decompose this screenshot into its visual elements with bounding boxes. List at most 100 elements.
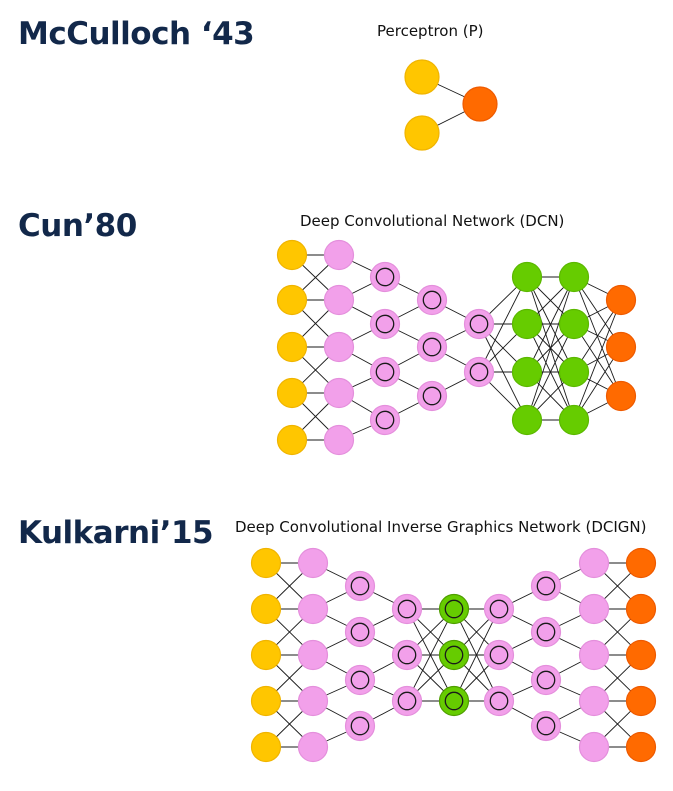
kernel-node [578,639,610,671]
conv-node [530,710,562,742]
output-node [605,331,637,363]
input-node [250,593,282,625]
conv-node-ring [350,576,370,596]
output-node [462,86,498,122]
conv-node [530,664,562,696]
output-node [605,284,637,316]
hidden-node [558,356,590,388]
conv-node-ring [397,645,417,665]
connection-line [453,608,500,702]
dcn-title: Deep Convolutional Network (DCN) [300,212,565,230]
connection-line [526,323,575,421]
conv-node-ring [397,599,417,619]
hidden-node [511,261,543,293]
conv-node-ring [536,622,556,642]
conv-node-ring [469,314,489,334]
kernel-node [578,593,610,625]
connection-line [478,276,528,373]
output-node [605,380,637,412]
probabilistic-node-ring [444,645,464,665]
perceptron-title: Perceptron (P) [377,22,484,40]
conv-node-ring [422,290,442,310]
hidden-node [511,308,543,340]
conv-node [344,570,376,602]
section-heading-cun: Cun’80 [18,208,137,244]
output-node [625,731,657,763]
conv-node-ring [536,670,556,690]
conv-node [369,308,401,340]
dcign-diagram [250,547,657,763]
conv-node [483,593,515,625]
conv-node [369,356,401,388]
conv-node-ring [350,670,370,690]
conv-node-ring [489,599,509,619]
conv-node-ring [489,645,509,665]
dcn-diagram [276,239,637,456]
conv-node [344,710,376,742]
section-heading-kulkarni: Kulkarni’15 [18,515,214,551]
kernel-node [297,593,329,625]
hidden-node [511,356,543,388]
conv-node [463,308,495,340]
input-node [250,731,282,763]
hidden-node [558,404,590,436]
kernel-node [297,639,329,671]
conv-node [483,639,515,671]
hidden-node [558,261,590,293]
conv-node-ring [536,716,556,736]
conv-node-ring [422,386,442,406]
probabilistic-node [438,593,470,625]
input-node [276,239,308,271]
conv-node-ring [350,622,370,642]
section-heading-mcculloch: McCulloch ‘43 [18,16,255,52]
kernel-node [323,284,355,316]
conv-node [391,639,423,671]
output-node [625,685,657,717]
kernel-node [297,731,329,763]
hidden-node [511,404,543,436]
output-node [625,593,657,625]
connection-line [526,276,575,421]
connection-line [573,299,622,421]
conv-node-ring [469,362,489,382]
conv-node-ring [489,691,509,711]
conv-node [530,616,562,648]
input-node [276,424,308,456]
kernel-node [323,331,355,363]
conv-node-ring [350,716,370,736]
kernel-node [578,731,610,763]
probabilistic-node-ring [444,691,464,711]
kernel-node [578,547,610,579]
conv-node [391,593,423,625]
input-node [250,547,282,579]
kernel-node [297,547,329,579]
input-node [250,639,282,671]
connection-line [406,608,455,702]
connection-line [526,276,575,373]
conv-node [416,331,448,363]
input-node [404,59,440,95]
conv-node [344,664,376,696]
conv-node [463,356,495,388]
conv-node [344,616,376,648]
conv-node-ring [422,337,442,357]
input-node [276,331,308,363]
input-node [276,284,308,316]
conv-node-ring [375,410,395,430]
kernel-node [297,685,329,717]
conv-node [391,685,423,717]
conv-node-ring [536,576,556,596]
probabilistic-node [438,639,470,671]
kernel-node [323,239,355,271]
conv-node-ring [397,691,417,711]
conv-node-ring [375,362,395,382]
kernel-node [578,685,610,717]
probabilistic-node [438,685,470,717]
probabilistic-node-ring [444,599,464,619]
kernel-node [323,424,355,456]
perceptron-diagram [404,59,498,151]
conv-node [483,685,515,717]
conv-node [416,380,448,412]
conv-node [530,570,562,602]
